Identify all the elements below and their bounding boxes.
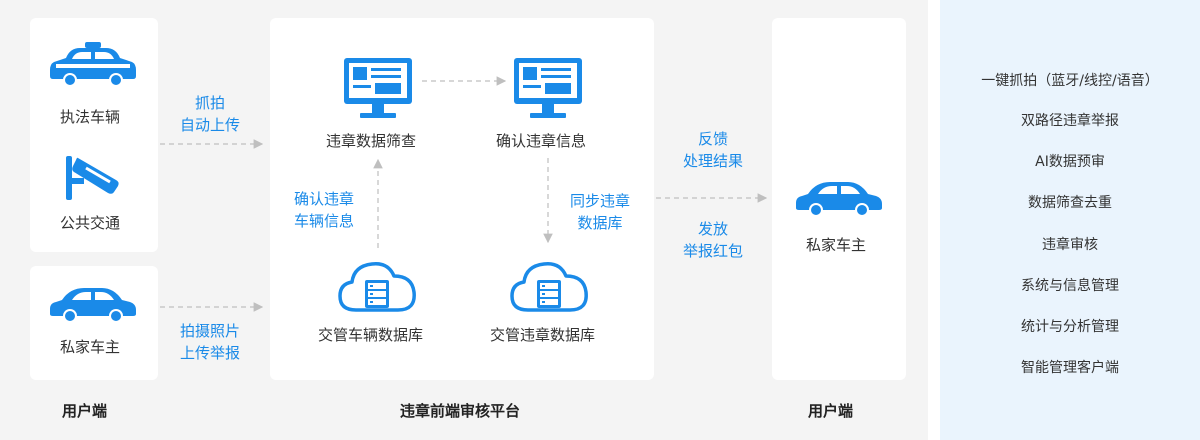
monitor-icon [344,58,412,118]
feature-item: AI数据预审 [1035,154,1105,170]
feature-item: 双路径违章举报 [1021,113,1119,129]
confirm-violation-label: 确认违章信息 [496,132,587,150]
platform-card [270,18,654,380]
public-transit-label: 公共交通 [60,214,121,232]
capture-upload-label: 抓拍自动上传 [179,94,240,134]
feature-panel [940,0,1200,440]
private-reporter-card [30,266,158,380]
feature-item: 智能管理客户端 [1021,360,1119,376]
photo-report-label: 拍摄照片上传举报 [179,322,240,362]
feature-item: 数据筛查去重 [1028,195,1112,211]
feature-item: 系统与信息管理 [1021,278,1119,294]
feature-item: 统计与分析管理 [1021,319,1119,335]
reward-label: 发放举报红包 [682,220,743,260]
left-user-caption: 用户端 [62,402,108,420]
vehicle-db-label: 交管车辆数据库 [318,326,424,344]
right-user-caption: 用户端 [808,402,854,420]
private-owner-label: 私家车主 [60,338,121,356]
confirm-vehicle-label: 确认违章车辆信息 [293,190,354,230]
feedback-label: 反馈处理结果 [682,130,743,170]
car-icon [796,182,882,217]
car-icon [50,288,136,323]
cloud-database-icon [510,262,588,312]
feature-item: 一键抓拍（蓝牙/线控/语音） [981,73,1159,89]
owner-label: 私家车主 [806,236,867,254]
feature-item: 违章审核 [1042,237,1098,253]
cloud-database-icon [338,262,416,312]
surveillance-camera-icon [66,156,119,200]
violation-db-label: 交管违章数据库 [490,326,596,344]
monitor-icon [514,58,582,118]
sync-violation-label: 同步违章数据库 [569,192,630,232]
screening-label: 违章数据筛查 [326,132,417,150]
platform-caption: 违章前端审核平台 [400,402,521,420]
police-car-icon [50,42,136,87]
police-vehicle-label: 执法车辆 [60,108,121,126]
